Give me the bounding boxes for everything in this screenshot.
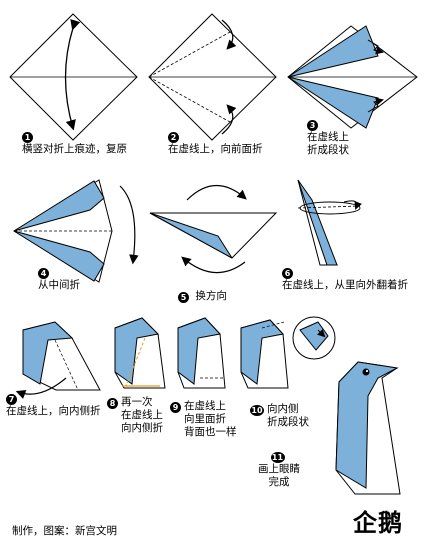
step-6-text: 在虚线上，从里向外翻着折 [282,279,408,291]
step-7-figure [15,321,101,399]
credit-line: 制作，图案：新宫文明 [12,525,117,537]
step-11-line1: 画上眼睛 [258,463,300,475]
step-3-number: 3 [307,120,318,131]
step-9-line2: 向里面折 [184,413,226,425]
step-4-text: 从中间折 [38,279,80,291]
step-5-label: 5 换方向 [178,290,227,303]
step-8-figure [114,317,166,389]
penguin-eye [362,368,370,376]
step-2-number: 2 [168,132,179,143]
step-3-label: 3 在虚线上 折成段状 [307,118,349,157]
step-1-label: 1 横竖对折上痕迹，复原 [22,130,127,156]
step-7-label: 7 在虚线上，向内侧折 [6,392,101,418]
step-8-line2: 在虚线上 [121,409,163,421]
step-9-line3: 背面也一样 [184,426,237,438]
step-4-label: 4 从中间折 [38,266,80,292]
step-5-figure [149,184,278,274]
step-2-figure [148,13,277,141]
diagram-title: 企鹅 [353,509,403,537]
step-2-text: 在虚线上，向前面折 [168,143,263,155]
step-1-text: 横竖对折上痕迹，复原 [22,143,127,155]
step-7-number: 7 [6,394,17,405]
step-10-number: 10 [250,405,264,416]
step-8-number: 8 [107,398,118,409]
step-10-line2: 折成段状 [267,416,309,428]
step-9-figure [177,317,226,389]
step-6-figure [297,179,362,266]
step-10-figure [240,316,336,389]
step-4-figure [13,179,139,283]
step-10-line1: 向内侧 [267,403,299,415]
step-3-figure [287,25,418,129]
step-5-number: 5 [178,292,189,303]
step-5-text: 换方向 [195,290,227,302]
step-11-label: 11 画上眼睛 完成 [258,450,300,489]
step-11-line2: 完成 [268,476,290,488]
step-2-label: 2 在虚线上，向前面折 [168,130,263,156]
step-9-line1: 在虚线上 [184,400,226,412]
step-6-label: 6 在虚线上，从里向外翻着折 [282,266,408,292]
step-8-line3: 向内侧折 [121,422,163,434]
step-6-number: 6 [282,268,293,279]
step-3-line1: 在虚线上 [307,131,349,143]
step-3-line2: 折成段状 [307,144,349,156]
step-9-number: 9 [170,402,181,413]
step-8-line1: 再一次 [121,396,153,408]
penguin-finished [335,361,401,495]
step-1-figure [9,13,138,141]
step-1-number: 1 [22,132,33,143]
step-7-text: 在虚线上，向内侧折 [6,405,101,417]
step-4-number: 4 [38,268,49,279]
step-11-number: 11 [270,452,285,463]
